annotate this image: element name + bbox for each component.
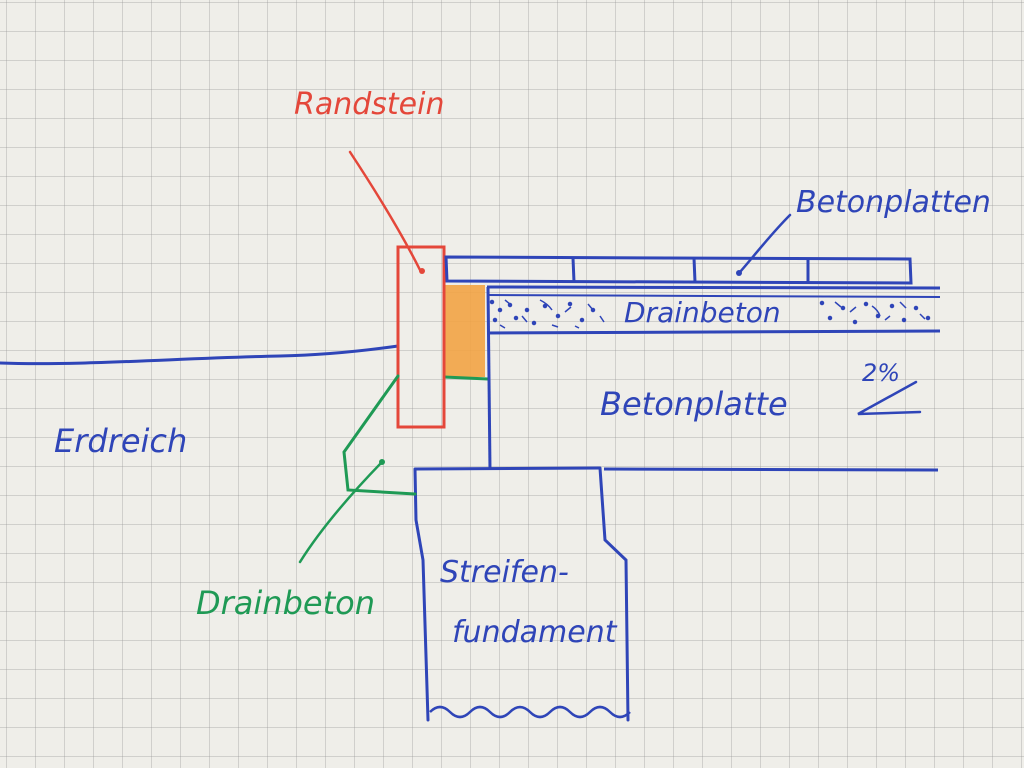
drainbeton-top-line-2 <box>486 294 941 298</box>
slope-label: 2% <box>862 359 900 387</box>
randstein-label: Randstein <box>294 87 444 122</box>
drainbeton-top-line <box>486 285 941 290</box>
randstein-leader-line <box>348 150 422 272</box>
betonplatten-leader-dot <box>736 270 742 276</box>
erdreich-label: Erdreich <box>54 422 187 460</box>
slab-joint-2 <box>692 257 697 283</box>
drainbeton-green-dot <box>379 459 385 465</box>
betonplatte-left-edge <box>486 286 492 471</box>
randstein-curb <box>396 245 446 429</box>
streifenfundament-break-line <box>429 705 631 719</box>
slab-joint-1 <box>571 257 576 283</box>
drainbeton-fill <box>444 285 485 377</box>
drainbeton-bottom-line <box>486 329 941 335</box>
drainbeton-pocket-bottom <box>443 375 489 381</box>
gravel-texture-right <box>819 300 931 325</box>
betonplatte-label: Betonplatte <box>600 385 788 423</box>
drainbeton-green-bracket <box>342 374 417 496</box>
slope-indicator <box>857 380 922 416</box>
fundament-label: fundament <box>452 615 618 650</box>
betonplatte-bottom-line <box>414 466 939 472</box>
betonplatten-label: Betonplatten <box>796 185 991 220</box>
randstein-leader-dot <box>419 268 425 274</box>
streifenfundament-outline <box>413 466 630 722</box>
ground-line <box>0 344 400 366</box>
gravel-texture-left <box>489 299 605 329</box>
betonplatten-slabs <box>444 255 913 285</box>
betonplatten-leader-line <box>738 213 792 274</box>
drainbeton-green-leader <box>298 460 384 564</box>
drainbeton-green-label: Drainbeton <box>196 584 375 622</box>
streifen-label: Streifen- <box>440 555 569 590</box>
drainbeton-layer-label: Drainbeton <box>624 296 781 329</box>
